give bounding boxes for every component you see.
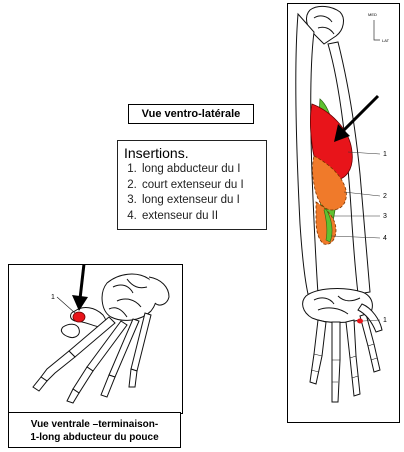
carpal-detail	[313, 295, 361, 315]
hand-illustration: 1	[32, 254, 170, 404]
thumb	[357, 303, 383, 333]
finger-joints	[310, 343, 378, 383]
forearm-end	[148, 276, 170, 306]
carpal-bone-detail	[108, 278, 148, 318]
insertion-item-1: long abducteur du I	[140, 162, 260, 178]
muscle-tendon-green	[323, 208, 333, 243]
phalanx-middle-tip	[66, 388, 80, 404]
corner-mark-lat: LAT	[382, 38, 390, 43]
corner-mark-med: MED	[368, 12, 377, 17]
phalanx-little	[128, 368, 138, 388]
insertion-item-3: long extenseur du I	[140, 193, 260, 209]
leader-line-5	[362, 319, 381, 322]
right-label-3: 3	[383, 213, 387, 220]
phalanx-index	[40, 350, 76, 382]
phalanx-index-tip	[32, 376, 48, 392]
carpal-bones	[101, 273, 158, 321]
finger-middle	[331, 321, 341, 403]
right-label-2: 2	[383, 193, 387, 200]
insertions-list: long abducteur du I court extenseur du I…	[124, 162, 260, 224]
elbow-detail	[313, 15, 335, 35]
right-label-5: 1	[383, 317, 387, 324]
insertion-item-2: court extenseur du I	[140, 178, 260, 194]
leader-line-1	[347, 151, 381, 155]
insertions-legend: Insertions. long abducteur du I court ex…	[117, 140, 267, 230]
finger-ring	[345, 319, 361, 397]
phalanx-middle	[72, 366, 94, 394]
left-caption-line1: Vue ventrale –terminaison-	[30, 419, 159, 430]
muscle-court-extenseur-orange	[312, 155, 347, 211]
elbow-joint	[306, 5, 344, 45]
phalanx-ring	[100, 374, 116, 398]
thumb-insertion-spot	[357, 318, 363, 324]
left-arrow	[72, 254, 88, 311]
view-title: Vue ventro-latérale	[128, 104, 254, 124]
right-arrow	[334, 94, 380, 142]
left-leader-line	[56, 296, 76, 314]
leader-line-2	[343, 191, 381, 197]
left-caption-line2: 1-long abducteur du pouce	[30, 432, 159, 443]
finger-index	[309, 319, 327, 385]
forearm-view: MED LAT 1 2 3 4	[287, 3, 400, 423]
insertion-item-4: extenseur du II	[140, 209, 260, 225]
thumb-phalanx	[60, 323, 80, 338]
right-label-1: 1	[383, 151, 387, 158]
right-label-4: 4	[383, 235, 387, 242]
leader-line-4	[331, 235, 381, 239]
forearm-illustration: MED LAT 1 2 3 4	[295, 5, 390, 403]
insertion-spot	[72, 311, 86, 323]
left-label-1: 1	[51, 294, 55, 301]
insertions-heading: Insertions.	[124, 145, 189, 161]
hand-ventral-view: 1	[8, 254, 183, 414]
left-caption: Vue ventrale –terminaison- 1-long abduct…	[8, 412, 181, 448]
orientation-mark	[373, 20, 380, 41]
